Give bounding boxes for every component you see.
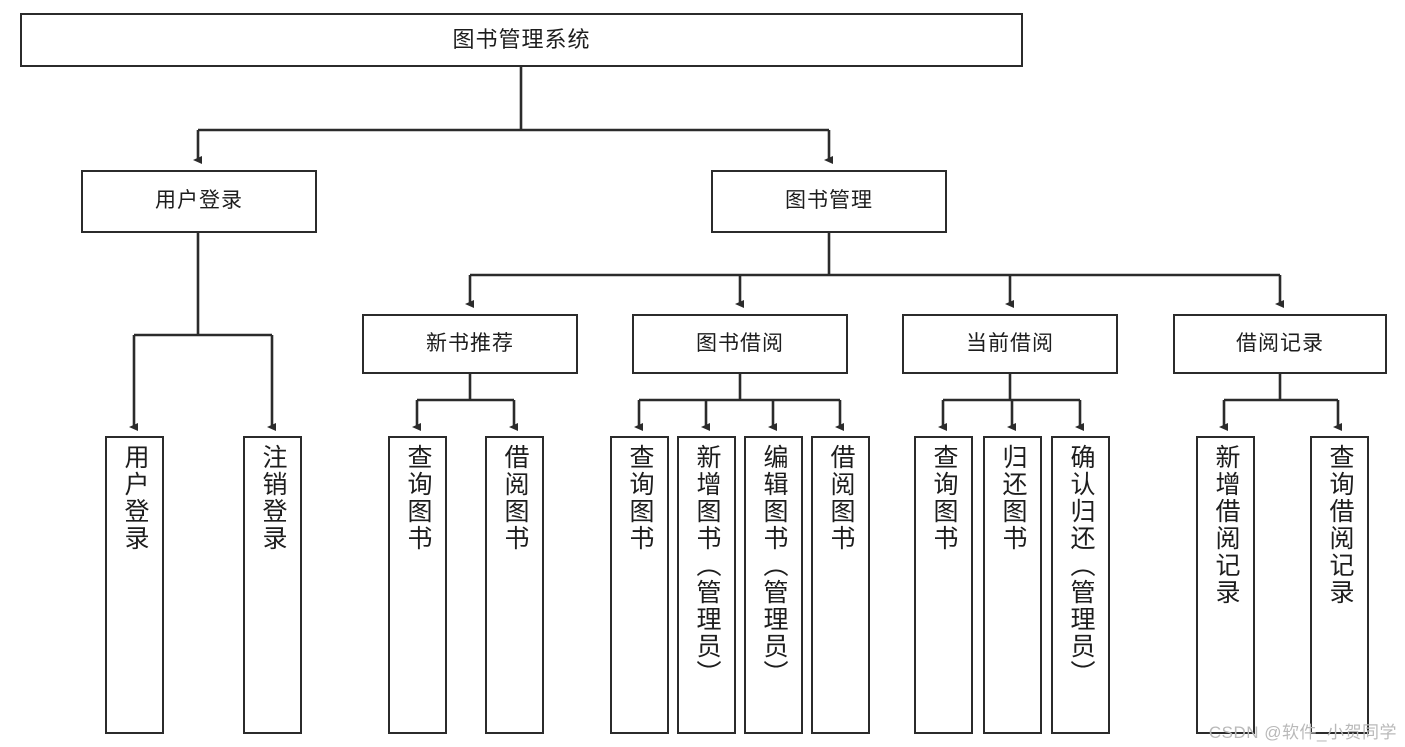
leaf-borrow-book[interactable]: 借阅图书	[811, 436, 870, 734]
node-label: 查询图书	[404, 444, 432, 552]
leaf-add-borrow-record[interactable]: 新增借阅记录	[1196, 436, 1255, 734]
node-label: 编辑图书（管理员）	[760, 444, 788, 687]
node-label: 借阅图书	[827, 444, 855, 552]
node-label: 新增图书（管理员）	[693, 444, 721, 687]
node-label: 当前借阅	[966, 331, 1054, 355]
node-new-book-recommend[interactable]: 新书推荐	[362, 314, 578, 374]
leaf-user-login[interactable]: 用户登录	[105, 436, 164, 734]
node-label: 图书管理	[785, 189, 873, 213]
node-label: 新增借阅记录	[1212, 444, 1240, 606]
node-root-book-management-system[interactable]: 图书管理系统	[20, 13, 1023, 67]
node-book-borrow[interactable]: 图书借阅	[632, 314, 848, 374]
leaf-query-book-current[interactable]: 查询图书	[914, 436, 973, 734]
leaf-query-book-recommend[interactable]: 查询图书	[388, 436, 447, 734]
leaf-add-book-admin[interactable]: 新增图书（管理员）	[677, 436, 736, 734]
node-user-login[interactable]: 用户登录	[81, 170, 317, 233]
node-label: 借阅记录	[1236, 331, 1324, 355]
leaf-confirm-return-admin[interactable]: 确认归还（管理员）	[1051, 436, 1110, 734]
node-label: 借阅图书	[501, 444, 529, 552]
node-label: 注销登录	[259, 444, 287, 552]
node-label: 查询图书	[626, 444, 654, 552]
watermark: CSDN @软件_小贺同学	[1208, 723, 1397, 742]
node-label: 用户登录	[121, 444, 149, 552]
node-label: 归还图书	[999, 444, 1027, 552]
leaf-logout-login[interactable]: 注销登录	[243, 436, 302, 734]
node-current-borrow[interactable]: 当前借阅	[902, 314, 1118, 374]
node-borrow-record[interactable]: 借阅记录	[1173, 314, 1387, 374]
node-book-management[interactable]: 图书管理	[711, 170, 947, 233]
leaf-borrow-book-recommend[interactable]: 借阅图书	[485, 436, 544, 734]
node-label: 用户登录	[155, 189, 243, 213]
node-label: 图书管理系统	[452, 27, 591, 53]
node-label: 新书推荐	[426, 331, 514, 355]
leaf-query-book-borrow[interactable]: 查询图书	[610, 436, 669, 734]
leaf-edit-book-admin[interactable]: 编辑图书（管理员）	[744, 436, 803, 734]
node-label: 查询图书	[930, 444, 958, 552]
leaf-query-borrow-record[interactable]: 查询借阅记录	[1310, 436, 1369, 734]
leaf-return-book[interactable]: 归还图书	[983, 436, 1042, 734]
node-label: 图书借阅	[696, 331, 784, 355]
node-label: 查询借阅记录	[1326, 444, 1354, 606]
node-label: 确认归还（管理员）	[1067, 444, 1095, 687]
